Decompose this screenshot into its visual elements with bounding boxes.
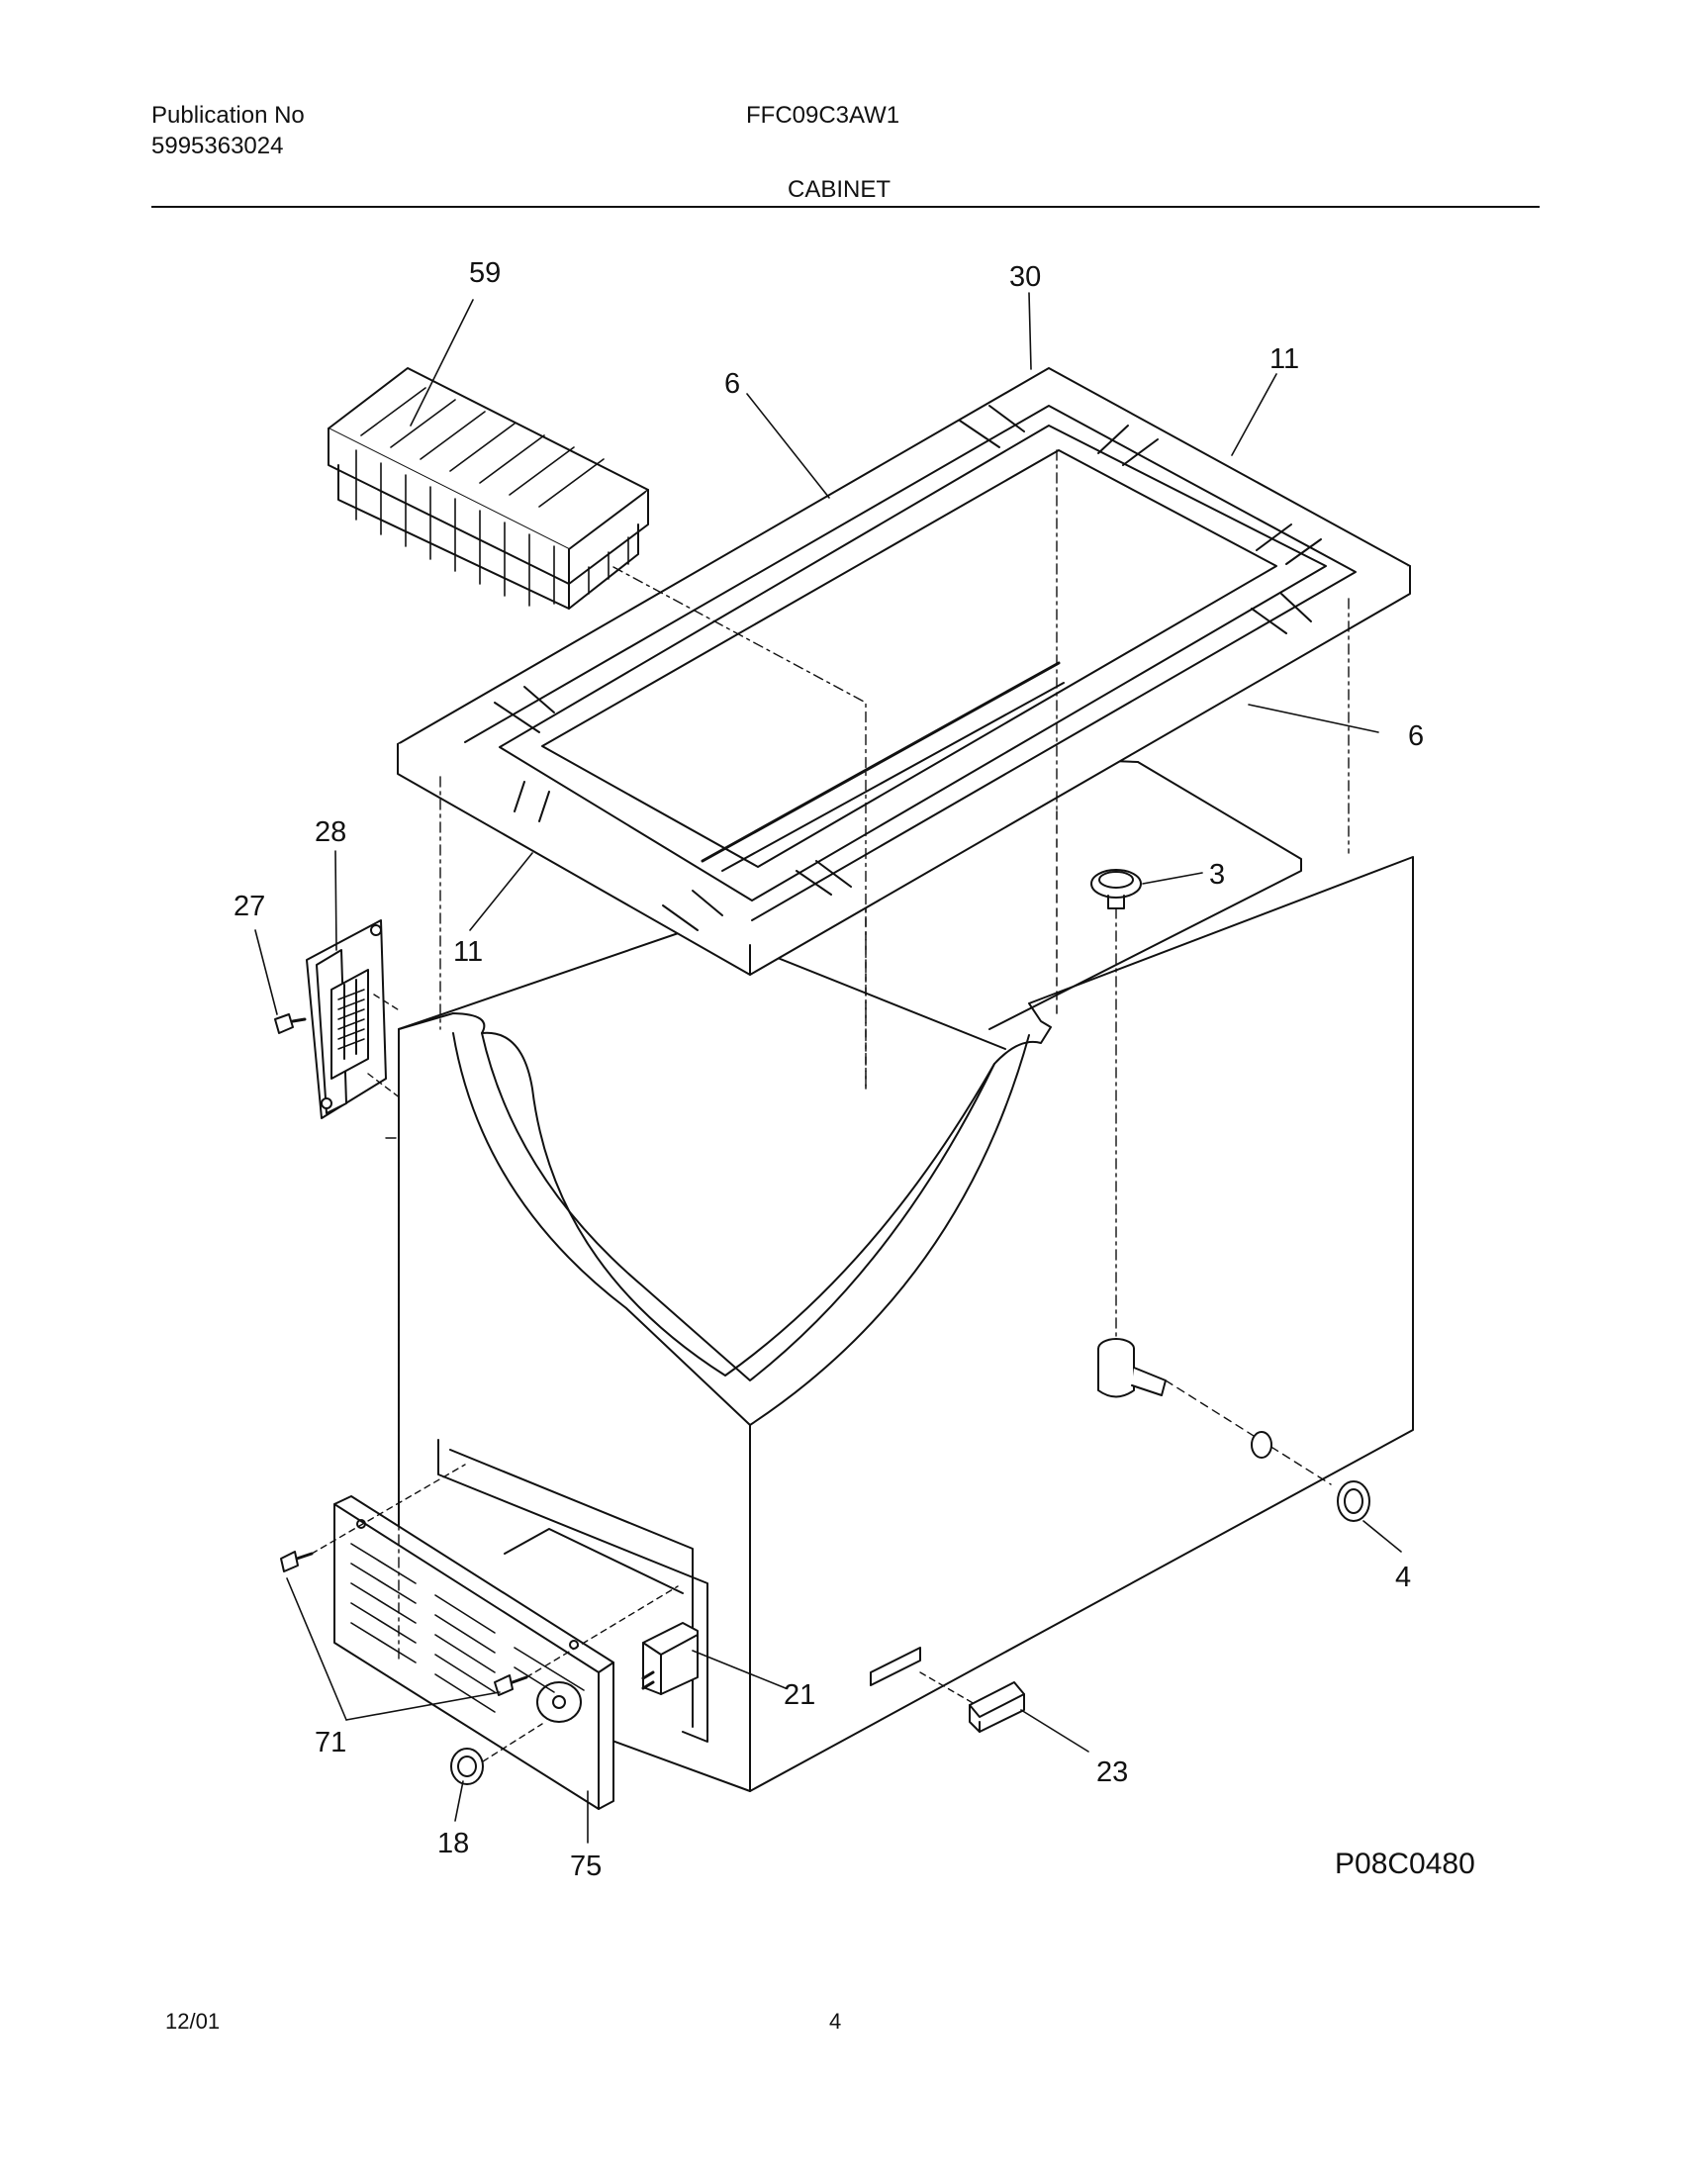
drain-fitting [1090, 869, 1370, 1522]
callout-cover: 75 [570, 1851, 602, 1882]
callout-drain-plug: 4 [1395, 1562, 1411, 1593]
storage-basket [328, 367, 867, 1090]
publication-number: 5995363024 [151, 133, 284, 159]
lid-gasket-frame [397, 367, 1411, 976]
machine-compartment-cover [280, 1439, 708, 1810]
publication-label: Publication No [151, 102, 305, 129]
footer-date: 12/01 [165, 2009, 221, 2034]
callout-labels: 59 30 11 6 6 28 27 11 3 4 21 71 23 18 75 [234, 257, 1424, 1882]
callout-long-gasket-top: 6 [724, 368, 740, 400]
section-title: CABINET [788, 176, 892, 203]
model-number: FFC09C3AW1 [746, 102, 900, 129]
figure-code: P08C0480 [1335, 1848, 1475, 1880]
callout-long-gasket-right: 6 [1408, 720, 1424, 752]
page-number: 4 [829, 2009, 842, 2034]
callout-bracket: 23 [1096, 1757, 1128, 1788]
callout-switch: 21 [784, 1679, 815, 1711]
callout-basket: 59 [469, 257, 501, 289]
callout-hinge: 28 [315, 816, 346, 848]
header-rule [151, 206, 1540, 208]
power-switch [641, 1622, 699, 1695]
callout-hinge-screw: 27 [234, 891, 265, 922]
callout-drain-cap: 3 [1209, 859, 1225, 891]
thermostat-knob [450, 1723, 543, 1785]
callout-corner-gasket: 30 [1009, 261, 1041, 293]
cabinet-bracket [870, 1647, 1025, 1733]
callout-side-gasket-front: 11 [453, 936, 483, 968]
leader-lines [254, 292, 1402, 1844]
callout-screws: 71 [315, 1727, 346, 1758]
hinge [274, 919, 402, 1119]
extension-lines [385, 449, 1350, 1663]
callout-side-gasket-top: 11 [1269, 343, 1299, 375]
callout-knob: 18 [437, 1828, 469, 1859]
